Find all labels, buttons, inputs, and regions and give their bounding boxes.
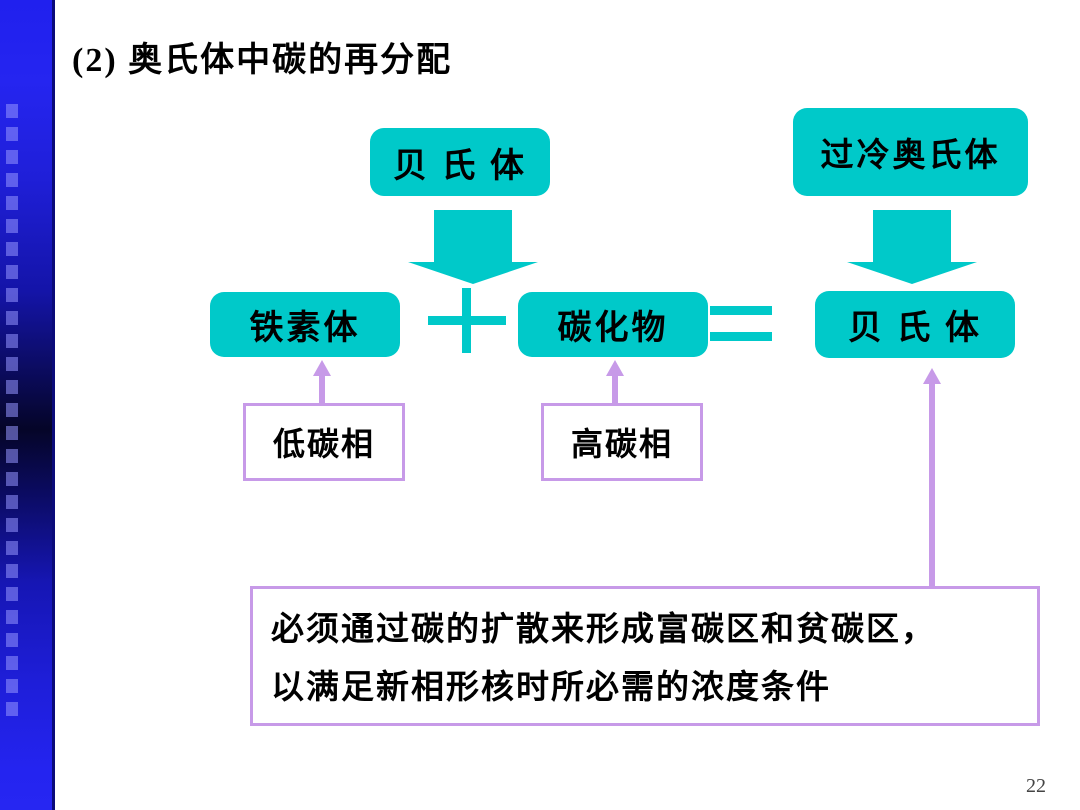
box-low-carbon-phase: 低碳相 [243,403,405,481]
sidebar-dash [6,564,18,578]
sidebar-dash [6,173,18,187]
sidebar-dash [6,633,18,647]
arrow-bainite-decomposition [408,210,538,284]
sidebar-dash [6,357,18,371]
box-bainite-top: 贝 氏 体 [370,128,550,196]
sidebar-dash [6,219,18,233]
sidebar-dash [6,196,18,210]
note-line-2: 以满足新相形核时所必需的浓度条件 [271,670,831,706]
sidebar-dash [6,541,18,555]
sidebar-dash-column [6,104,18,734]
sidebar-dash [6,127,18,141]
high-carbon-phase-label: 高碳相 [570,426,673,462]
low-carbon-phase-label: 低碳相 [272,426,375,462]
sidebar-dash [6,587,18,601]
sidebar-dash [6,311,18,325]
page-title: (2) 奥氏体中碳的再分配 [72,42,453,79]
arrow-note-to-bainite [922,368,942,588]
sidebar-dash [6,426,18,440]
sidebar-dash [6,380,18,394]
sidebar-dash [6,403,18,417]
sidebar-dash [6,702,18,716]
note-box: 必须通过碳的扩散来形成富碳区和贫碳区， 以满足新相形核时所必需的浓度条件 [250,586,1040,726]
sidebar-dash [6,472,18,486]
box-high-carbon-phase: 高碳相 [541,403,703,481]
sidebar-dash [6,104,18,118]
box-ferrite: 铁素体 [210,292,400,357]
sidebar-dash [6,518,18,532]
arrow-austenite-transformation [847,210,977,284]
sidebar-dash [6,610,18,624]
box-supercooled-austenite: 过冷奥氏体 [793,108,1028,196]
arrow-low-carbon-to-ferrite [312,360,332,405]
decorative-sidebar [0,0,52,810]
page-number: 22 [1026,775,1046,797]
note-line-1: 必须通过碳的扩散来形成富碳区和贫碳区， [271,612,936,648]
sidebar-dash [6,334,18,348]
sidebar-dash [6,288,18,302]
sidebar-dash [6,265,18,279]
sidebar-dash [6,242,18,256]
sidebar-dash [6,449,18,463]
sidebar-dash [6,679,18,693]
sidebar-dash [6,495,18,509]
sidebar-dash [6,150,18,164]
box-bainite-result: 贝 氏 体 [815,291,1015,358]
sidebar-dash [6,656,18,670]
sidebar-edge-line [52,0,55,810]
arrow-high-carbon-to-carbide [605,360,625,405]
box-carbide: 碳化物 [518,292,708,357]
